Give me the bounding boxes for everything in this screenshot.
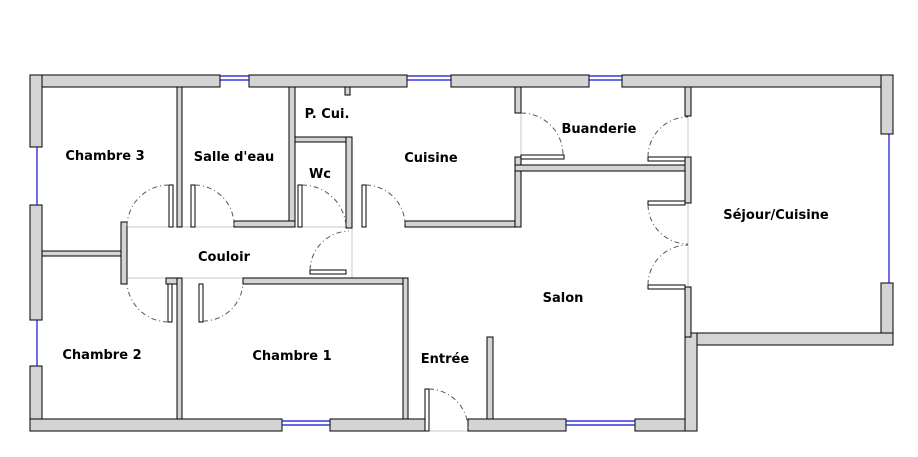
room-label-sejour: Séjour/Cuisine — [723, 208, 829, 223]
room-label-salle-eau: Salle d'eau — [194, 150, 275, 165]
window — [589, 75, 622, 81]
room-label-chambre1: Chambre 1 — [252, 349, 331, 364]
room-label-couloir: Couloir — [198, 250, 251, 265]
room-label-chambre3: Chambre 3 — [65, 149, 144, 164]
window — [282, 420, 330, 426]
exterior-walls — [29, 74, 894, 432]
doors — [126, 112, 689, 432]
door-chambre2 — [126, 283, 173, 323]
door-sejour-buanderie — [647, 116, 689, 162]
door-sejour-salon — [647, 200, 689, 290]
room-label-entree: Entrée — [421, 352, 470, 367]
room-label-p-cui: P. Cui. — [305, 107, 350, 122]
door-cuisine — [361, 184, 406, 228]
room-label-cuisine: Cuisine — [404, 151, 458, 166]
room-label-salon: Salon — [543, 291, 584, 306]
door-chambre1 — [198, 283, 244, 323]
entrance-door — [424, 388, 469, 432]
window — [220, 75, 249, 81]
window — [407, 75, 451, 81]
door-chambre3 — [126, 184, 174, 228]
room-labels: Chambre 3 Salle d'eau P. Cui. Wc Cuisine… — [62, 107, 829, 367]
window — [566, 420, 635, 426]
door-wc — [297, 184, 347, 228]
windows — [36, 75, 890, 426]
door-salle-eau — [190, 184, 235, 228]
door-buanderie — [520, 112, 565, 160]
room-label-chambre2: Chambre 2 — [62, 348, 141, 363]
door-couloir-salon — [309, 230, 350, 275]
room-label-wc: Wc — [309, 167, 331, 182]
interior-walls — [41, 86, 692, 420]
room-label-buanderie: Buanderie — [562, 122, 637, 137]
